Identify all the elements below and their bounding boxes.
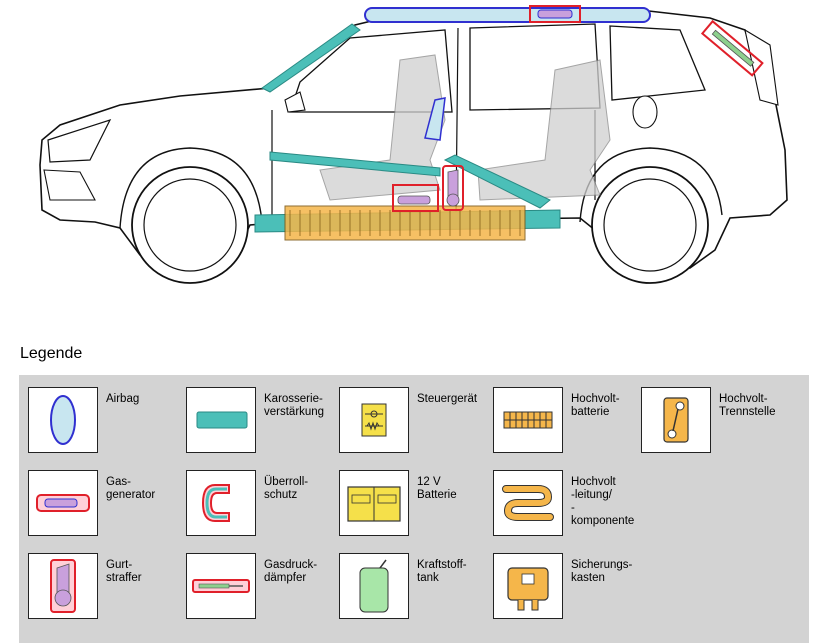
legend-label-airbag: Airbag	[106, 393, 140, 405]
legend-label-gas-generator: Gas- generator	[106, 476, 156, 501]
fuel-tank-icon	[339, 553, 409, 619]
rear-quarter-window	[609, 25, 706, 101]
roof-gas-generator	[529, 5, 581, 23]
curtain-airbag	[364, 7, 651, 23]
hv-disconnect-icon	[641, 387, 711, 453]
hv-cable-icon	[493, 470, 563, 536]
legend-label-hv-disconnect: Hochvolt- Trennstelle	[719, 393, 776, 418]
belt-pretensioner-spool	[446, 193, 460, 207]
legend-label-body-reinforcement: Karosserie- verstärkung	[264, 393, 325, 418]
tailgate-gas-spring-frame	[700, 19, 764, 77]
body-reinforcement-icon	[186, 387, 256, 453]
front-grille	[43, 169, 96, 201]
legend-label-fuse-box: Sicherungs- kasten	[571, 559, 633, 584]
gas-spring-icon	[186, 553, 256, 619]
beltline-reinforcement	[269, 151, 441, 177]
12v-battery-icon	[339, 470, 409, 536]
roof-gas-generator-body	[537, 9, 573, 19]
seat-side-airbag	[424, 97, 446, 141]
legend-label-12v-battery: 12 V Batterie	[417, 476, 457, 501]
rollover-protection-icon	[186, 470, 256, 536]
airbag-icon	[28, 387, 98, 453]
a-pillar-reinforcement	[261, 23, 361, 93]
tailgate-gas-spring	[711, 29, 755, 67]
fuse-box-icon	[493, 553, 563, 619]
legend-label-hv-battery: Hochvolt- batterie	[571, 393, 620, 418]
legend-label-belt-pretensioner: Gurt- straffer	[106, 559, 142, 584]
vehicle-rescue-diagram	[39, 5, 788, 284]
legend-title: Legende	[20, 345, 83, 362]
belt-pretensioner-icon	[28, 553, 98, 619]
legend-label-rollover-protection: Überroll- schutz	[264, 476, 309, 501]
seat-gas-generator	[397, 195, 431, 205]
rear-wheel	[591, 166, 709, 284]
side-mirror	[284, 91, 306, 113]
legend-panel: Airbag Karosserie- verstärkung Steuerger…	[19, 375, 809, 643]
headlight	[47, 118, 112, 163]
control-unit-icon	[339, 387, 409, 453]
legend-label-fuel-tank: Kraftstoff- tank	[417, 559, 467, 584]
legend-label-hv-cable: Hochvolt -leitung/ -komponente	[571, 476, 635, 527]
legend-label-gas-spring: Gasdruck- dämpfer	[264, 559, 318, 584]
hv-battery-icon	[493, 387, 563, 453]
rear-seat	[477, 59, 611, 201]
seat-gas-generator-frame	[392, 184, 439, 212]
front-wheel-arch	[119, 147, 263, 229]
tail-light	[744, 28, 779, 106]
belt-pretensioner	[447, 169, 459, 199]
legend-label-control-unit: Steuergerät	[417, 393, 478, 405]
front-wheel	[131, 166, 249, 284]
gas-generator-icon	[28, 470, 98, 536]
belt-pretensioner-frame	[442, 165, 464, 211]
b-pillar-reinforcement	[443, 154, 551, 209]
fuel-filler-cap	[632, 95, 658, 129]
